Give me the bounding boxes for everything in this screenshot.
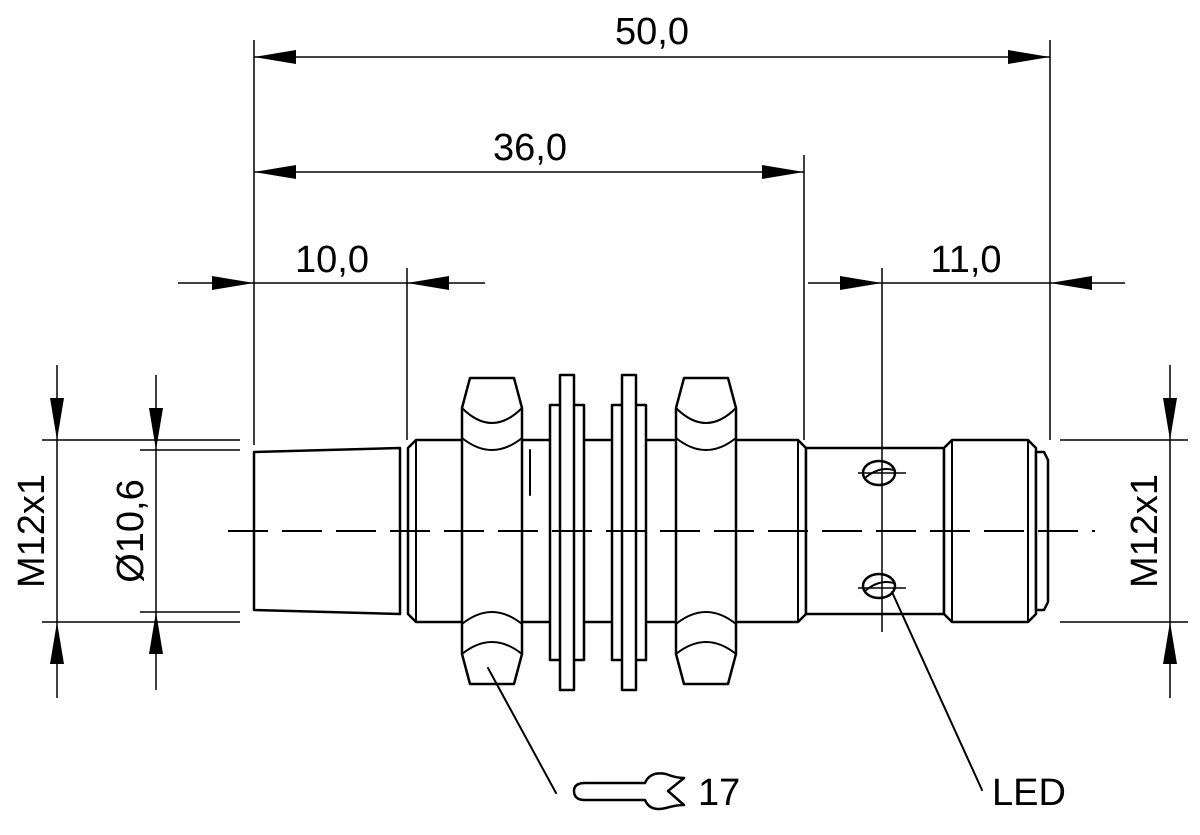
washer-inner-left <box>558 373 576 692</box>
dim-50-label: 50,0 <box>615 11 689 53</box>
sensing-face <box>252 446 402 616</box>
dim-overall: 50,0 <box>253 11 1051 445</box>
washer-inner-right <box>620 373 638 692</box>
dim-connector-length: 11,0 <box>808 239 1125 290</box>
wrench-size-label: 17 <box>698 772 740 814</box>
dim-m12-left-label: M12x1 <box>11 474 53 588</box>
led-callout: LED <box>891 591 1066 814</box>
nut-right <box>674 376 738 686</box>
wrench-callout: 17 <box>487 667 740 814</box>
led-label: LED <box>992 772 1066 814</box>
wrench-icon <box>572 772 686 811</box>
dim-11-label: 11,0 <box>930 239 1001 281</box>
dim-36-label: 36,0 <box>493 127 567 169</box>
dim-diameter: Ø10,6 <box>110 375 240 690</box>
dim-m12-right-label: M12x1 <box>1124 474 1166 588</box>
dim-thread-length: 36,0 <box>254 127 805 440</box>
dim-diameter-label: Ø10,6 <box>110 479 152 583</box>
dim-thread-left: M12x1 <box>11 365 240 698</box>
dim-face-length: 10,0 <box>178 239 485 440</box>
led-window-bottom <box>861 572 897 600</box>
dim-thread-right: M12x1 <box>1060 365 1188 698</box>
dim-10-label: 10,0 <box>295 239 369 281</box>
